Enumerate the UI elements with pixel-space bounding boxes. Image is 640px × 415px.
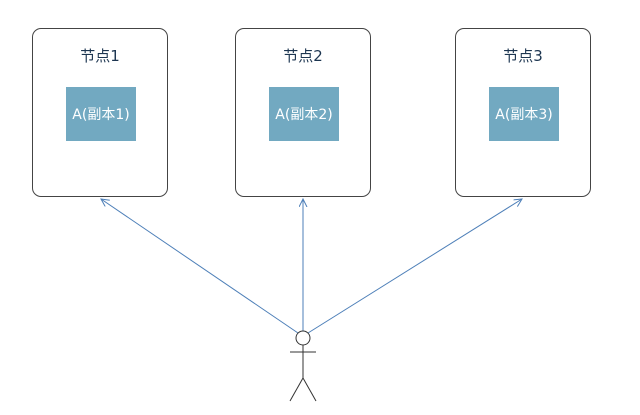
actor-left-leg bbox=[289, 377, 304, 402]
arrow-to-node-1 bbox=[101, 199, 299, 334]
replica-label-3: A(副本3) bbox=[495, 107, 553, 123]
stick-figure-icon bbox=[289, 330, 317, 402]
replica-box-2: A(副本2) bbox=[269, 87, 339, 141]
node-title-3: 节点3 bbox=[503, 47, 543, 65]
node-box-3: 节点3 A(副本3) bbox=[455, 28, 591, 197]
replica-label-2: A(副本2) bbox=[275, 107, 333, 123]
node-box-1: 节点1 A(副本1) bbox=[32, 28, 168, 197]
node-title-1: 节点1 bbox=[80, 47, 120, 65]
replica-box-3: A(副本3) bbox=[489, 87, 559, 141]
replica-box-1: A(副本1) bbox=[66, 87, 136, 141]
node-box-2: 节点2 A(副本2) bbox=[235, 28, 371, 197]
actor-head bbox=[295, 330, 311, 346]
arrow-to-node-3 bbox=[307, 199, 522, 334]
replica-label-1: A(副本1) bbox=[72, 107, 130, 123]
actor-right-leg bbox=[302, 377, 317, 402]
node-title-2: 节点2 bbox=[283, 47, 323, 65]
